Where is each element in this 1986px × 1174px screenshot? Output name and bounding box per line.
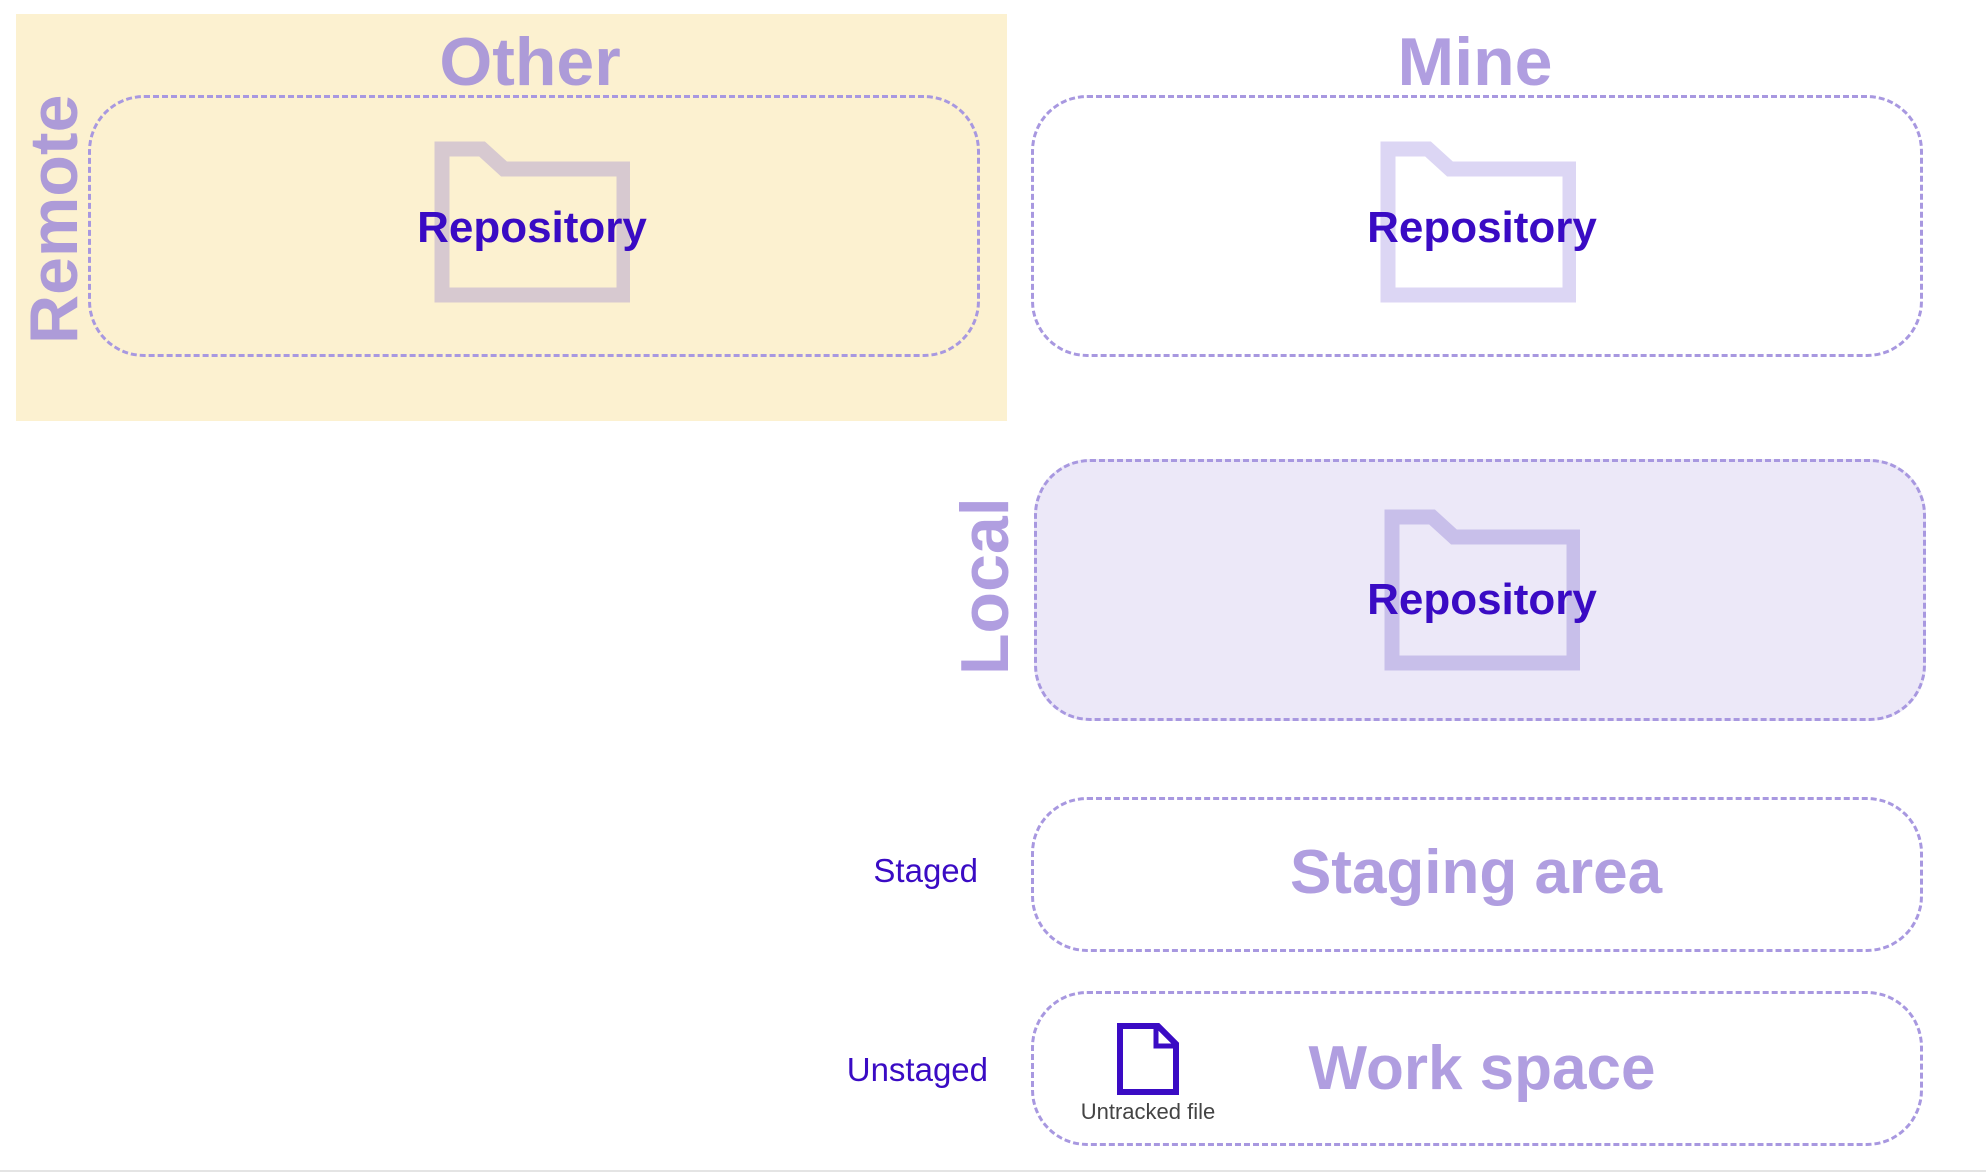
- unstaged-label: Unstaged: [846, 1051, 988, 1088]
- remote-mine-repository-box: [1031, 95, 1923, 357]
- bottom-divider: [0, 1170, 1986, 1172]
- remote-mine-repository-label: Repository: [1367, 203, 1597, 252]
- folder-icon: [434, 141, 630, 303]
- work-space-label: Work space: [1308, 1034, 1656, 1103]
- folder-icon: [1380, 141, 1576, 303]
- folder-icon: [1384, 509, 1580, 671]
- column-title-mine: Mine: [1397, 24, 1553, 100]
- remote-other-repository-box: [88, 95, 980, 357]
- row-label-local: Local: [947, 497, 1023, 675]
- staged-label: Staged: [873, 852, 978, 889]
- local-repository-label: Repository: [1367, 575, 1597, 624]
- row-label-remote: Remote: [16, 94, 92, 344]
- staging-area-box: [1031, 797, 1923, 952]
- local-repository-box: [1034, 459, 1926, 721]
- remote-other-repository-label: Repository: [417, 203, 647, 252]
- column-title-other: Other: [439, 24, 621, 100]
- work-space-box: [1031, 991, 1923, 1146]
- remote-other-highlight: [16, 14, 1007, 421]
- staging-area-label: Staging area: [1289, 838, 1663, 907]
- document-icon: [1117, 1023, 1179, 1095]
- untracked-file-label: Untracked file: [1080, 1099, 1216, 1124]
